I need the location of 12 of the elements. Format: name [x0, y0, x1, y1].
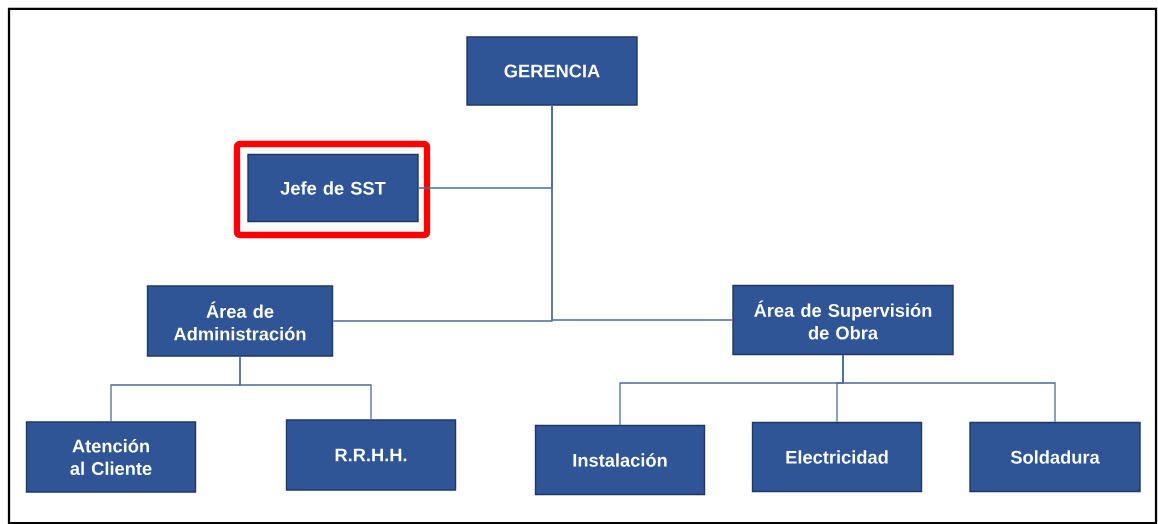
- connector-line: [551, 105, 733, 321]
- org-box: Área de Supervisión de Obra: [732, 284, 954, 356]
- connector-line: [239, 356, 372, 420]
- org-box: Atención al Cliente: [25, 421, 197, 493]
- org-box: Instalación: [534, 424, 706, 496]
- org-box: R.R.H.H.: [285, 419, 457, 491]
- org-box: Área de Administración: [146, 285, 334, 357]
- org-box: Jefe de SST: [247, 153, 419, 223]
- org-box: Electricidad: [751, 421, 923, 493]
- org-box: GERENCIA: [466, 36, 638, 106]
- connector-line: [842, 354, 1056, 423]
- org-box: Soldadura: [969, 421, 1141, 493]
